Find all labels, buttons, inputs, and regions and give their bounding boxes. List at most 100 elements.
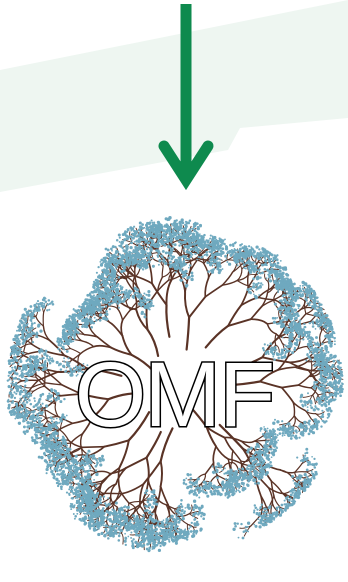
tree-leaf [306,336,308,338]
tree-leaf [221,488,224,491]
tree-leaf [309,340,312,343]
tree-leaf [215,466,218,469]
tree-leaf [47,303,49,305]
tree-leaf [114,517,117,520]
tree-leaf [315,336,318,339]
tree-leaf [84,458,87,461]
tree-leaf [77,482,80,485]
tree-leaf [82,501,84,503]
tree-leaf [232,487,235,490]
tree-leaf [285,497,288,500]
tree-leaf [254,472,256,474]
tree-leaf [150,519,152,521]
tree-branch [88,447,104,456]
tree-leaf [155,546,157,548]
tree-leaf [67,478,70,481]
tree-leaf [69,329,71,331]
tree-leaf [216,486,219,489]
tree-leaf [30,305,33,308]
tree-leaf [94,507,96,509]
tree-leaf [144,505,147,508]
tree-leaf [294,492,296,494]
tree-leaf [124,511,127,514]
tree-branch [205,285,222,297]
tree-leaf [65,466,68,469]
tree-leaf [247,484,250,487]
tree-leaf [68,453,71,456]
tree-leaf [64,339,66,341]
tree-leaf [153,537,155,539]
tree-leaf [153,489,156,492]
tree-leaf [205,485,208,488]
tree-leaf [175,527,177,529]
tree-leaf [74,518,76,520]
tree-leaf [242,475,245,478]
tree-leaf [49,453,51,455]
tree-leaf [100,502,103,505]
tree-leaf [256,513,258,515]
tree-leaf [307,464,309,466]
tree-leaf [74,334,76,336]
tree-leaf [92,454,95,457]
tree-leaf [107,497,109,499]
tree-leaf [138,524,141,527]
tree-leaf [139,538,141,540]
tree-leaf [259,508,261,510]
tree-branch [169,276,180,280]
tree-leaf [118,535,121,538]
tree-leaf [184,507,186,509]
tree-leaf [266,510,268,512]
tree-leaf [256,476,258,478]
tree-leaf [281,504,284,507]
tree-leaf [94,512,97,515]
tree-leaf [165,535,168,538]
tree-leaf [94,498,97,501]
tree-leaf [247,522,250,525]
tree-leaf [59,457,62,460]
tree-leaf [83,487,86,490]
tree-leaf [216,470,218,472]
tree-leaf [71,469,73,471]
tree-leaf [178,521,181,524]
tree-leaf [29,327,31,329]
tree-leaf [256,508,258,510]
tree-leaf [134,530,137,533]
tree-leaf [243,478,245,480]
tree-leaf [85,455,88,458]
tree-leaf [67,319,70,322]
tree-leaf [61,466,64,469]
tree-leaf [158,549,161,552]
tree-branch [274,496,279,506]
tree-leaf [44,452,46,454]
tree-leaf [107,532,110,535]
tree-leaf [73,340,75,342]
tree-leaf [256,464,258,466]
tree-leaf [104,528,107,531]
tree-leaf [43,303,45,305]
tree-leaf [94,488,96,490]
tree-leaf [62,329,65,332]
tree-leaf [196,521,199,524]
tree-leaf [177,512,180,515]
tree-leaf [87,506,90,509]
tree-leaf [44,459,47,462]
tree-leaf [88,526,90,528]
tree-leaf [168,532,170,534]
tree-leaf [89,467,91,469]
tree-leaf [75,455,78,458]
tree-leaf [229,484,231,486]
tree-leaf [262,511,264,513]
tree-leaf [305,448,308,451]
tree-leaf [126,516,128,518]
tree-leaf [192,506,194,508]
tree-leaf [90,489,92,491]
tree-leaf [78,518,81,521]
tree-leaf [173,530,175,532]
tree-leaf [90,514,93,517]
tree-leaf [95,484,97,486]
tree-leaf [306,451,309,454]
tree-leaf [71,487,73,489]
tree-leaf [70,326,72,328]
tree-leaf [147,510,149,512]
tree-leaf [150,535,153,538]
